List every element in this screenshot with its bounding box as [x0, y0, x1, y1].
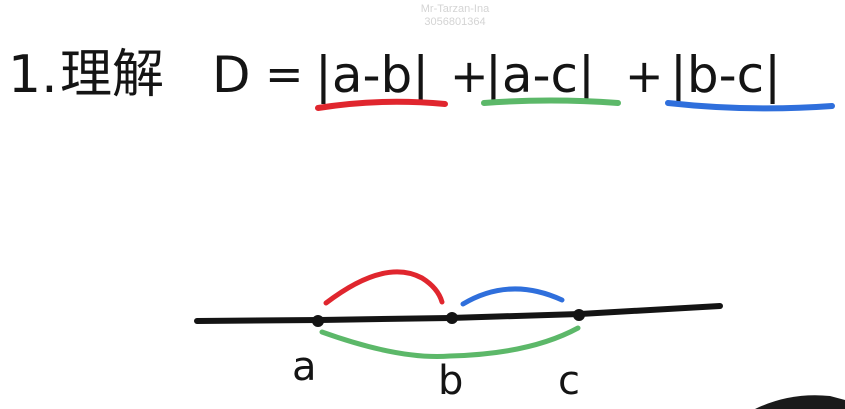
point-c-dot: [573, 309, 585, 321]
lhs-variable: D: [212, 46, 251, 104]
underline-green: [481, 97, 621, 106]
point-a-dot: [312, 315, 324, 327]
term-a-minus-c: |a-c|: [485, 46, 595, 104]
term-b-minus-c: |b-c|: [670, 46, 781, 104]
equals-sign: =: [265, 47, 304, 101]
arc-a-to-b: [323, 269, 445, 306]
underline-red: [315, 98, 448, 111]
point-c-label: c: [558, 358, 580, 404]
plus-sign-1: +: [450, 49, 489, 103]
watermark-id: 3056801364: [424, 16, 486, 28]
point-b-label: b: [438, 358, 463, 404]
problem-number: 1.: [8, 45, 58, 105]
point-a-label: a: [292, 344, 317, 390]
watermark-name: Mr-Tarzan-Ina: [420, 3, 490, 15]
heading-understand: 理解: [60, 45, 164, 105]
arc-b-to-c: [460, 286, 565, 307]
plus-sign-2: +: [625, 49, 664, 103]
watermark: Mr-Tarzan-Ina 3056801364: [400, 3, 510, 29]
term-a-minus-b: |a-b|: [315, 46, 429, 104]
point-b-dot: [446, 312, 458, 324]
number-line: [194, 303, 723, 324]
arc-a-to-c: [319, 325, 581, 359]
corner-shadow: [755, 395, 845, 409]
underline-blue: [665, 100, 835, 112]
